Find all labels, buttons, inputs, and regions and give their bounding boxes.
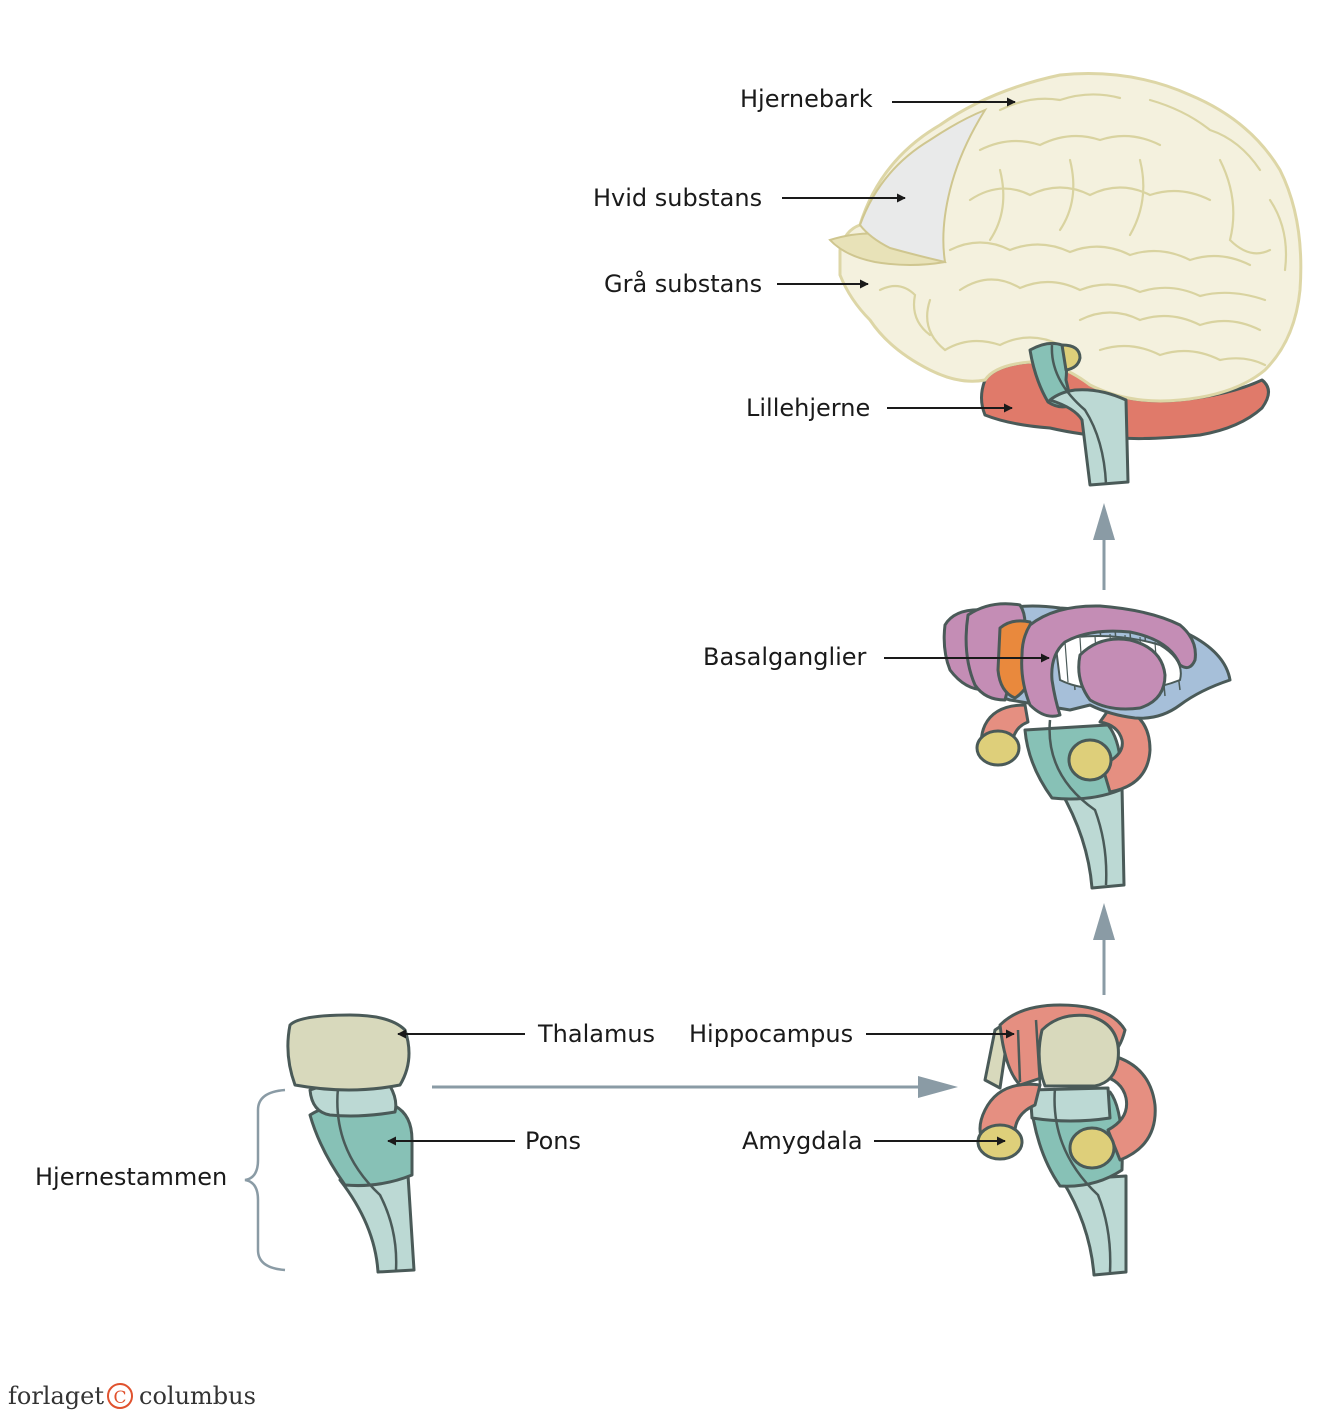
logo-mark-circle [107, 1383, 133, 1409]
caudate-main [1020, 604, 1197, 718]
basal-amygdala-left [975, 729, 1021, 767]
logo-text-forlaget: forlaget [8, 1382, 104, 1410]
brainstem-medulla [338, 1173, 416, 1274]
basal-hippocampus-right [1098, 703, 1152, 794]
flow-arrow-up-upper-head [1093, 503, 1115, 540]
hippocampus-stripe-1 [1016, 1029, 1022, 1083]
white-matter-shape [858, 107, 988, 264]
hjernestammen-brace [244, 1088, 286, 1272]
pointer-lines [387, 97, 1050, 1146]
label-hvid-substans: Hvid substans [593, 184, 762, 212]
flow-arrow-right-head [918, 1076, 958, 1098]
amygdala-right [1068, 1126, 1116, 1170]
label-basalganglier: Basalganglier [703, 643, 867, 671]
brainstem-seam [336, 1087, 398, 1271]
cortex-gyri [878, 93, 1288, 367]
limbic-thalamus [1037, 1013, 1120, 1088]
full-brain-illustration [828, 72, 1303, 487]
label-hippocampus: Hippocampus [689, 1020, 853, 1048]
flow-arrow-up-lower-head [1093, 903, 1115, 940]
logo-mark-letter: C [113, 1388, 126, 1408]
brain-stem-seam [1050, 344, 1108, 485]
basal-amygdala-right [1067, 738, 1113, 782]
brainstem-illustration [286, 1013, 416, 1274]
label-gra-substans: Grå substans [604, 269, 762, 298]
publisher-logo: forlaget C columbus [8, 1382, 256, 1410]
limbic-midbrain [1028, 1086, 1112, 1123]
basal-ganglia-illustration [942, 602, 1232, 890]
caudate-head [1077, 637, 1167, 711]
label-hjernestammen: Hjernestammen [35, 1163, 227, 1191]
thalamus-shape [286, 1013, 411, 1092]
basal-medulla [1058, 784, 1126, 890]
limbic-illustration [976, 1003, 1157, 1277]
label-amygdala: Amygdala [742, 1127, 863, 1155]
logo-text-columbus: columbus [139, 1382, 256, 1410]
flow-arrows [432, 503, 1115, 1098]
basal-seam [1048, 719, 1108, 886]
limbic-seam [1053, 1087, 1112, 1273]
label-lillehjerne: Lillehjerne [746, 394, 870, 422]
brain-amygdala [1060, 343, 1082, 372]
brain-stem-lower [1048, 388, 1130, 487]
label-pons: Pons [525, 1127, 581, 1155]
label-hjernebark: Hjernebark [740, 85, 873, 113]
hippocampus-right-arm [1098, 1053, 1157, 1162]
label-thalamus: Thalamus [537, 1020, 655, 1048]
